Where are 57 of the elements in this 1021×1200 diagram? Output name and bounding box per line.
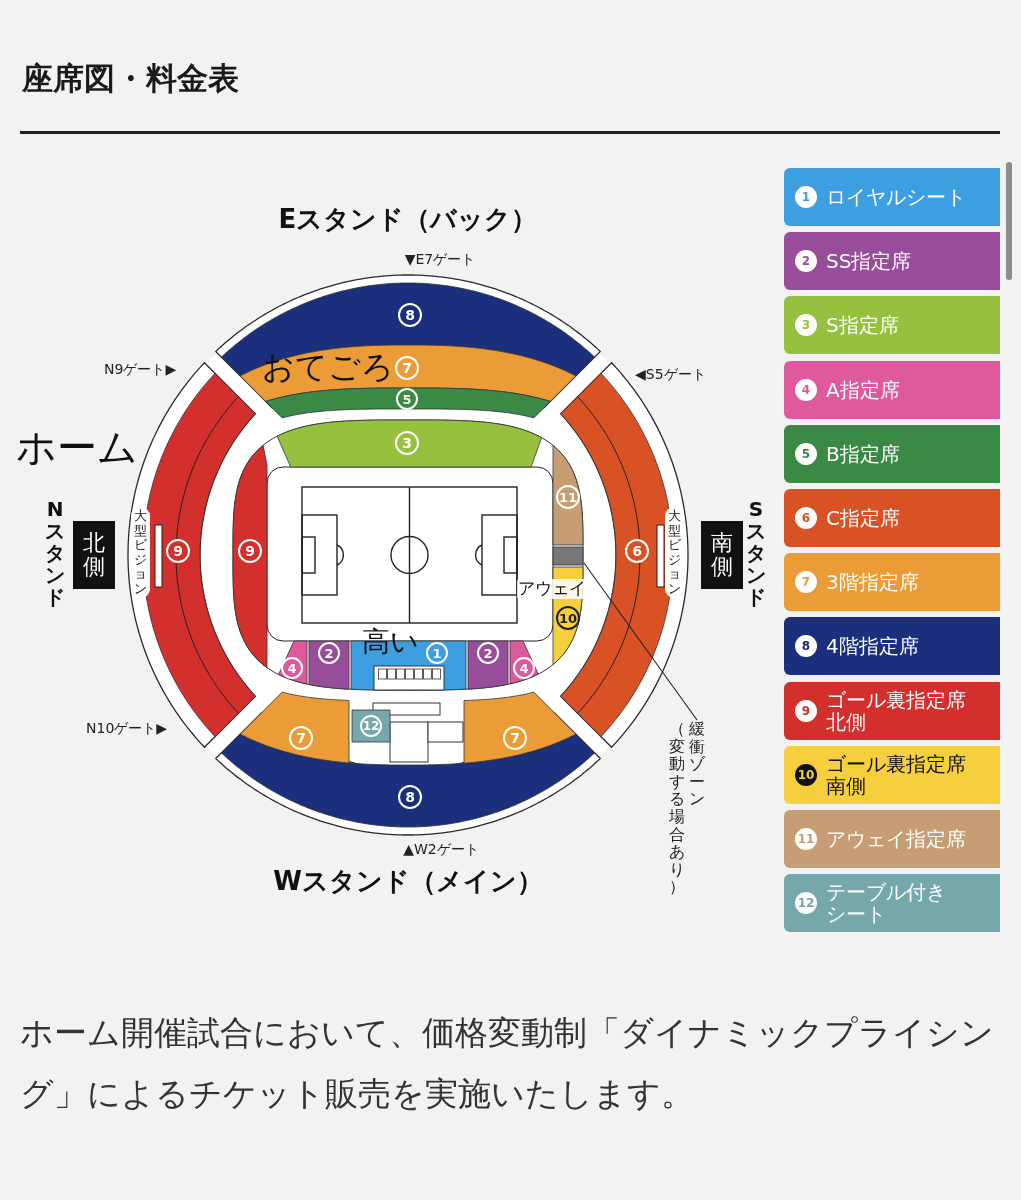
legend-number: 12 bbox=[795, 892, 817, 915]
side-label: 南側 bbox=[701, 521, 743, 589]
legend-text: ロイヤルシート bbox=[826, 186, 966, 208]
seating-section bbox=[308, 640, 350, 691]
legend-number: 1 bbox=[795, 186, 817, 208]
seating-section bbox=[277, 640, 308, 686]
legend-text: ゴール裏指定席南側 bbox=[826, 752, 967, 797]
seating-section bbox=[463, 691, 577, 765]
note-text: （変動する場合あり） bbox=[669, 720, 685, 896]
gate-label: ▲W2ゲート bbox=[403, 841, 479, 859]
seating-section bbox=[220, 733, 596, 828]
legend-text: S指定席 bbox=[826, 314, 899, 337]
handwritten-note: アウェイ bbox=[517, 579, 587, 599]
handwritten-note: ホーム bbox=[16, 424, 138, 470]
seating-section bbox=[552, 444, 584, 546]
seating-section bbox=[264, 387, 552, 419]
legend-number: 7 bbox=[795, 571, 817, 594]
legend-text: ゴール裏指定席北側 bbox=[826, 688, 967, 733]
seating-section bbox=[232, 444, 268, 669]
screen-label: 大型ビジョン bbox=[131, 507, 150, 599]
legend-number: 5 bbox=[795, 442, 817, 465]
screen-label: 大型ビジョン bbox=[665, 507, 684, 599]
gate-label: ◀S5ゲート bbox=[635, 366, 706, 384]
stand-name: Nスタンド bbox=[45, 498, 65, 608]
legend-text: 4階指定席 bbox=[826, 635, 919, 658]
legend-text: テーブル付きシート bbox=[826, 881, 947, 926]
stand-name: Eスタンド（バック） bbox=[278, 203, 538, 236]
seating-section bbox=[509, 640, 540, 685]
legend-number: 6 bbox=[795, 507, 817, 529]
legend-text: B指定席 bbox=[826, 442, 900, 465]
legend-number: 9 bbox=[795, 699, 817, 722]
seating-section bbox=[351, 709, 391, 743]
legend-number: 3 bbox=[795, 314, 817, 337]
caption-text: ホーム開催試合において、価格変動制「ダイナミックプライシング」によるチケット販売を実施いたします。 bbox=[20, 1012, 995, 1116]
note-text: 緩衝ゾーン bbox=[689, 720, 705, 808]
legend-number: 8 bbox=[795, 635, 817, 658]
page-title: 座席図・料金表 bbox=[22, 59, 239, 98]
gate-label: N10ゲート▶ bbox=[86, 720, 168, 738]
legend-number: 11 bbox=[795, 828, 817, 850]
legend-text: 3階指定席 bbox=[826, 571, 919, 594]
legend-number: 10 bbox=[795, 763, 817, 786]
legend-text: C指定席 bbox=[826, 507, 900, 529]
seating-section bbox=[239, 691, 350, 764]
buffer-zone bbox=[552, 546, 584, 566]
legend-text: アウェイ指定席 bbox=[826, 828, 966, 850]
seating-section bbox=[467, 640, 509, 691]
stand-name: Sスタンド bbox=[746, 498, 766, 608]
handwritten-note: おてごろ bbox=[262, 349, 394, 386]
legend-number: 4 bbox=[795, 378, 817, 401]
leader-line bbox=[583, 562, 698, 721]
stand-name: Wスタンド（メイン） bbox=[273, 865, 543, 898]
gate-label: N9ゲート▶ bbox=[104, 361, 177, 379]
legend-number: 2 bbox=[795, 250, 817, 273]
gate-label: ▼E7ゲート bbox=[404, 251, 476, 269]
legend-text: SS指定席 bbox=[826, 250, 912, 273]
legend-text: A指定席 bbox=[826, 378, 900, 401]
side-label: 北側 bbox=[73, 521, 115, 589]
